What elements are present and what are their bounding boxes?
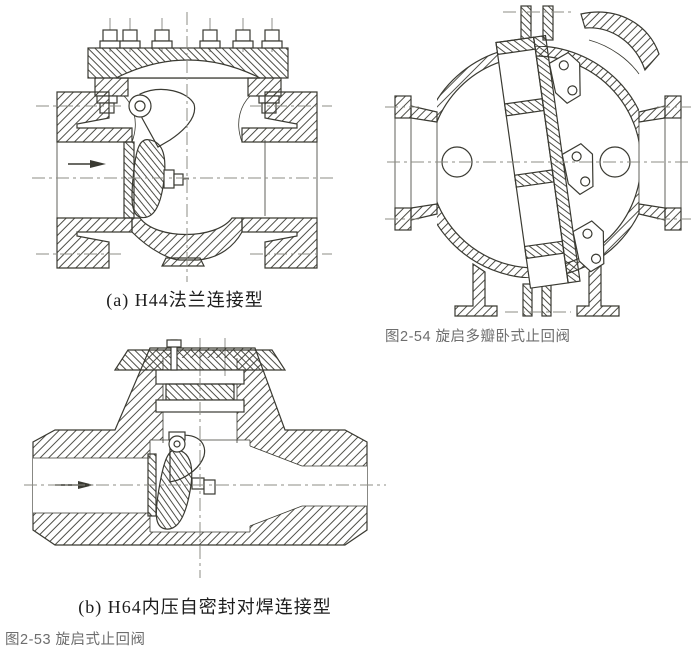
disc-stem-b bbox=[191, 477, 205, 490]
disc-nut-b bbox=[203, 479, 216, 495]
swing-arm-a bbox=[139, 88, 196, 148]
figure-254-caption: 图2-54 旋启多瓣卧式止回阀 bbox=[385, 329, 571, 345]
swing-disc-b bbox=[155, 449, 193, 530]
valve-b-drawing bbox=[24, 338, 386, 578]
body-bottom-pad bbox=[161, 257, 205, 267]
sub-figure-b-label: (b) H64内压自密封对焊连接型 bbox=[78, 597, 332, 617]
top-spout-254 bbox=[580, 11, 660, 75]
self-seal-cover bbox=[113, 338, 287, 413]
centerlines-b bbox=[24, 378, 386, 578]
sub-figure-a-label: (a) H44法兰连接型 bbox=[106, 290, 264, 310]
multidisc-plate bbox=[495, 34, 605, 289]
bonnet-dome bbox=[115, 59, 261, 79]
outlet-flange-upper bbox=[241, 91, 318, 143]
centerlines-a bbox=[32, 12, 334, 282]
flap-lever-2 bbox=[561, 142, 594, 196]
flap-lever-3 bbox=[572, 220, 605, 273]
inlet-flange-lower bbox=[56, 217, 133, 269]
valve-a-drawing bbox=[32, 12, 334, 282]
cover-stud-nut bbox=[166, 339, 182, 348]
flap-lever-1 bbox=[548, 51, 581, 104]
support-legs-254 bbox=[454, 262, 620, 317]
flow-arrow-icon bbox=[68, 160, 106, 168]
outlet-flange-254 bbox=[638, 95, 691, 231]
figure-253-caption: 图2-53 旋启式止回阀 bbox=[5, 632, 146, 648]
inlet-flange-upper bbox=[56, 91, 133, 143]
disc-nut-a bbox=[173, 173, 184, 186]
outlet-flange-lower bbox=[241, 217, 318, 269]
swing-disc-a bbox=[131, 139, 166, 219]
bonnet-bolts bbox=[99, 29, 283, 49]
disc-stem-a bbox=[163, 169, 175, 189]
multidisc-valve-drawing bbox=[385, 2, 691, 324]
inlet-flange-254 bbox=[385, 95, 438, 231]
